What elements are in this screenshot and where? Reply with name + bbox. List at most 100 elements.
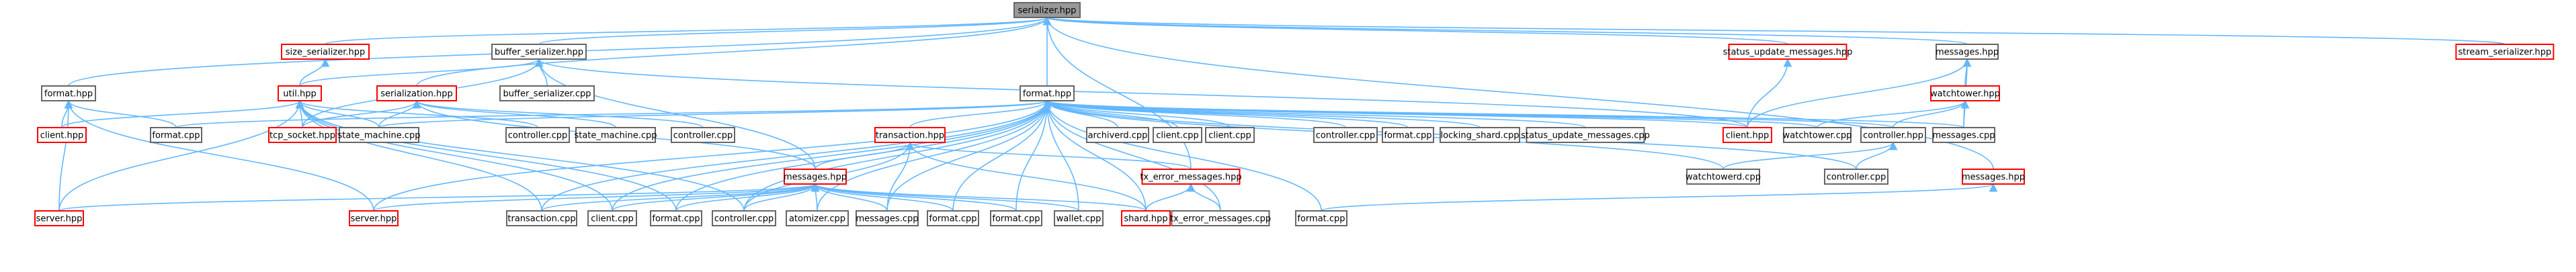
node-box[interactable] (281, 44, 370, 60)
node-serializer-hpp[interactable]: serializer.hpp (1013, 2, 1081, 18)
node-box[interactable] (1153, 127, 1202, 143)
node-state-machine-cpp-b[interactable]: state_machine.cpp (574, 127, 657, 143)
node-box[interactable] (278, 85, 322, 101)
node-box[interactable] (268, 127, 337, 143)
node-box[interactable] (506, 210, 577, 226)
node-box[interactable] (1013, 2, 1081, 18)
node-box[interactable] (1930, 85, 2000, 101)
node-box[interactable] (1824, 169, 1888, 185)
node-client-cpp-top2[interactable]: client.cpp (1205, 127, 1255, 143)
node-client-cpp-bot[interactable]: client.cpp (587, 210, 637, 226)
node-box[interactable] (1686, 169, 1760, 185)
node-format-hpp-left[interactable]: format.hpp (41, 85, 96, 101)
node-messages-cpp-bot[interactable]: messages.cpp (856, 210, 919, 226)
node-watchtower-hpp[interactable]: watchtower.hpp (1930, 85, 2000, 101)
node-format-cpp-bot4[interactable]: format.cpp (1295, 210, 1347, 226)
node-watchtowerd-cpp[interactable]: watchtowerd.cpp (1686, 169, 1761, 185)
node-box[interactable] (499, 85, 595, 101)
node-buffer-serializer-cpp[interactable]: buffer_serializer.cpp (499, 85, 595, 101)
node-box[interactable] (1141, 169, 1241, 185)
node-shard-hpp[interactable]: shard.hpp (1121, 210, 1171, 226)
node-controller-cpp-right[interactable]: controller.cpp (1824, 169, 1888, 185)
node-box[interactable] (1936, 44, 1999, 60)
node-box[interactable] (1382, 127, 1434, 143)
node-box[interactable] (1932, 127, 1995, 143)
node-tx-error-messages-hpp[interactable]: tx_error_messages.hpp (1140, 169, 1242, 185)
node-tx-error-messages-cpp[interactable]: tx_error_messages.cpp (1170, 210, 1271, 226)
node-box[interactable] (1728, 44, 1847, 60)
node-client-hpp-right[interactable]: client.hpp (1722, 127, 1772, 143)
node-controller-hpp[interactable]: controller.hpp (1860, 127, 1926, 143)
node-box[interactable] (1962, 169, 2025, 185)
node-size-serializer-hpp[interactable]: size_serializer.hpp (281, 44, 370, 60)
node-atomizer-cpp[interactable]: atomizer.cpp (786, 210, 849, 226)
node-box[interactable] (712, 210, 776, 226)
node-box[interactable] (1783, 127, 1852, 143)
node-transaction-hpp[interactable]: transaction.hpp (874, 127, 946, 143)
node-server-hpp-b[interactable]: server.hpp (349, 210, 399, 226)
node-format-cpp-bot3[interactable]: format.cpp (990, 210, 1042, 226)
node-box[interactable] (505, 127, 570, 143)
node-box[interactable] (349, 210, 399, 226)
node-box[interactable] (376, 85, 457, 101)
node-client-cpp-top[interactable]: client.cpp (1153, 127, 1202, 143)
node-box[interactable] (1526, 127, 1645, 143)
node-box[interactable] (1054, 210, 1104, 226)
node-format-cpp-bot2[interactable]: format.cpp (927, 210, 979, 226)
node-stream-serializer-hpp[interactable]: stream_serializer.hpp (2455, 44, 2554, 60)
node-format-cpp-left[interactable]: format.cpp (150, 127, 202, 143)
node-format-hpp-main[interactable]: format.hpp (1020, 85, 1075, 101)
node-controller-cpp-bot[interactable]: controller.cpp (712, 210, 776, 226)
node-state-machine-cpp-a[interactable]: state_machine.cpp (337, 127, 421, 143)
node-box[interactable] (339, 127, 419, 143)
node-format-cpp-bot1[interactable]: format.cpp (650, 210, 702, 226)
node-box[interactable] (1440, 127, 1520, 143)
node-box[interactable] (1313, 127, 1378, 143)
node-controller-cpp-a[interactable]: controller.cpp (505, 127, 570, 143)
node-box[interactable] (874, 127, 946, 143)
node-box[interactable] (491, 44, 587, 60)
node-box[interactable] (1860, 127, 1926, 143)
node-transaction-cpp[interactable]: transaction.cpp (506, 210, 577, 226)
node-util-hpp[interactable]: util.hpp (278, 85, 322, 101)
node-controller-cpp-c[interactable]: controller.cpp (1313, 127, 1378, 143)
node-box[interactable] (37, 127, 87, 143)
node-box[interactable] (1020, 85, 1075, 101)
node-messages-hpp-right[interactable]: messages.hpp (1962, 169, 2025, 185)
node-wallet-cpp[interactable]: wallet.cpp (1054, 210, 1104, 226)
node-watchtower-cpp[interactable]: watchtower.cpp (1783, 127, 1852, 143)
node-box[interactable] (856, 210, 919, 226)
node-controller-cpp-b[interactable]: controller.cpp (671, 127, 735, 143)
node-buffer-serializer-hpp[interactable]: buffer_serializer.hpp (491, 44, 587, 60)
node-box[interactable] (150, 127, 202, 143)
node-locking-shard-cpp[interactable]: locking_shard.cpp (1440, 127, 1520, 143)
node-box[interactable] (1121, 210, 1171, 226)
node-messages-cpp-right[interactable]: messages.cpp (1932, 127, 1995, 143)
node-format-cpp-mid[interactable]: format.cpp (1382, 127, 1434, 143)
node-box[interactable] (990, 210, 1042, 226)
node-box[interactable] (1295, 210, 1347, 226)
node-box[interactable] (786, 210, 849, 226)
node-box[interactable] (1722, 127, 1772, 143)
node-box[interactable] (650, 210, 702, 226)
node-box[interactable] (784, 169, 847, 185)
node-status-update-messages-hpp[interactable]: status_update_messages.hpp (1723, 44, 1853, 60)
node-box[interactable] (927, 210, 979, 226)
node-client-hpp-left[interactable]: client.hpp (37, 127, 87, 143)
node-box[interactable] (575, 127, 656, 143)
node-box[interactable] (587, 210, 637, 226)
node-tcp-socket-hpp[interactable]: tcp_socket.hpp (268, 127, 337, 143)
node-messages-hpp-top[interactable]: messages.hpp (1936, 44, 1999, 60)
node-messages-hpp-mid[interactable]: messages.hpp (784, 169, 847, 185)
node-serialization-hpp[interactable]: serialization.hpp (376, 85, 457, 101)
node-box[interactable] (41, 85, 96, 101)
node-box[interactable] (671, 127, 735, 143)
node-box[interactable] (1171, 210, 1270, 226)
node-archiverd-cpp[interactable]: archiverd.cpp (1086, 127, 1149, 143)
node-server-hpp-a[interactable]: server.hpp (34, 210, 84, 226)
node-box[interactable] (34, 210, 84, 226)
node-box[interactable] (2455, 44, 2554, 60)
node-status-update-messages-cpp[interactable]: status_update_messages.cpp (1521, 127, 1650, 143)
node-box[interactable] (1205, 127, 1255, 143)
node-box[interactable] (1086, 127, 1149, 143)
